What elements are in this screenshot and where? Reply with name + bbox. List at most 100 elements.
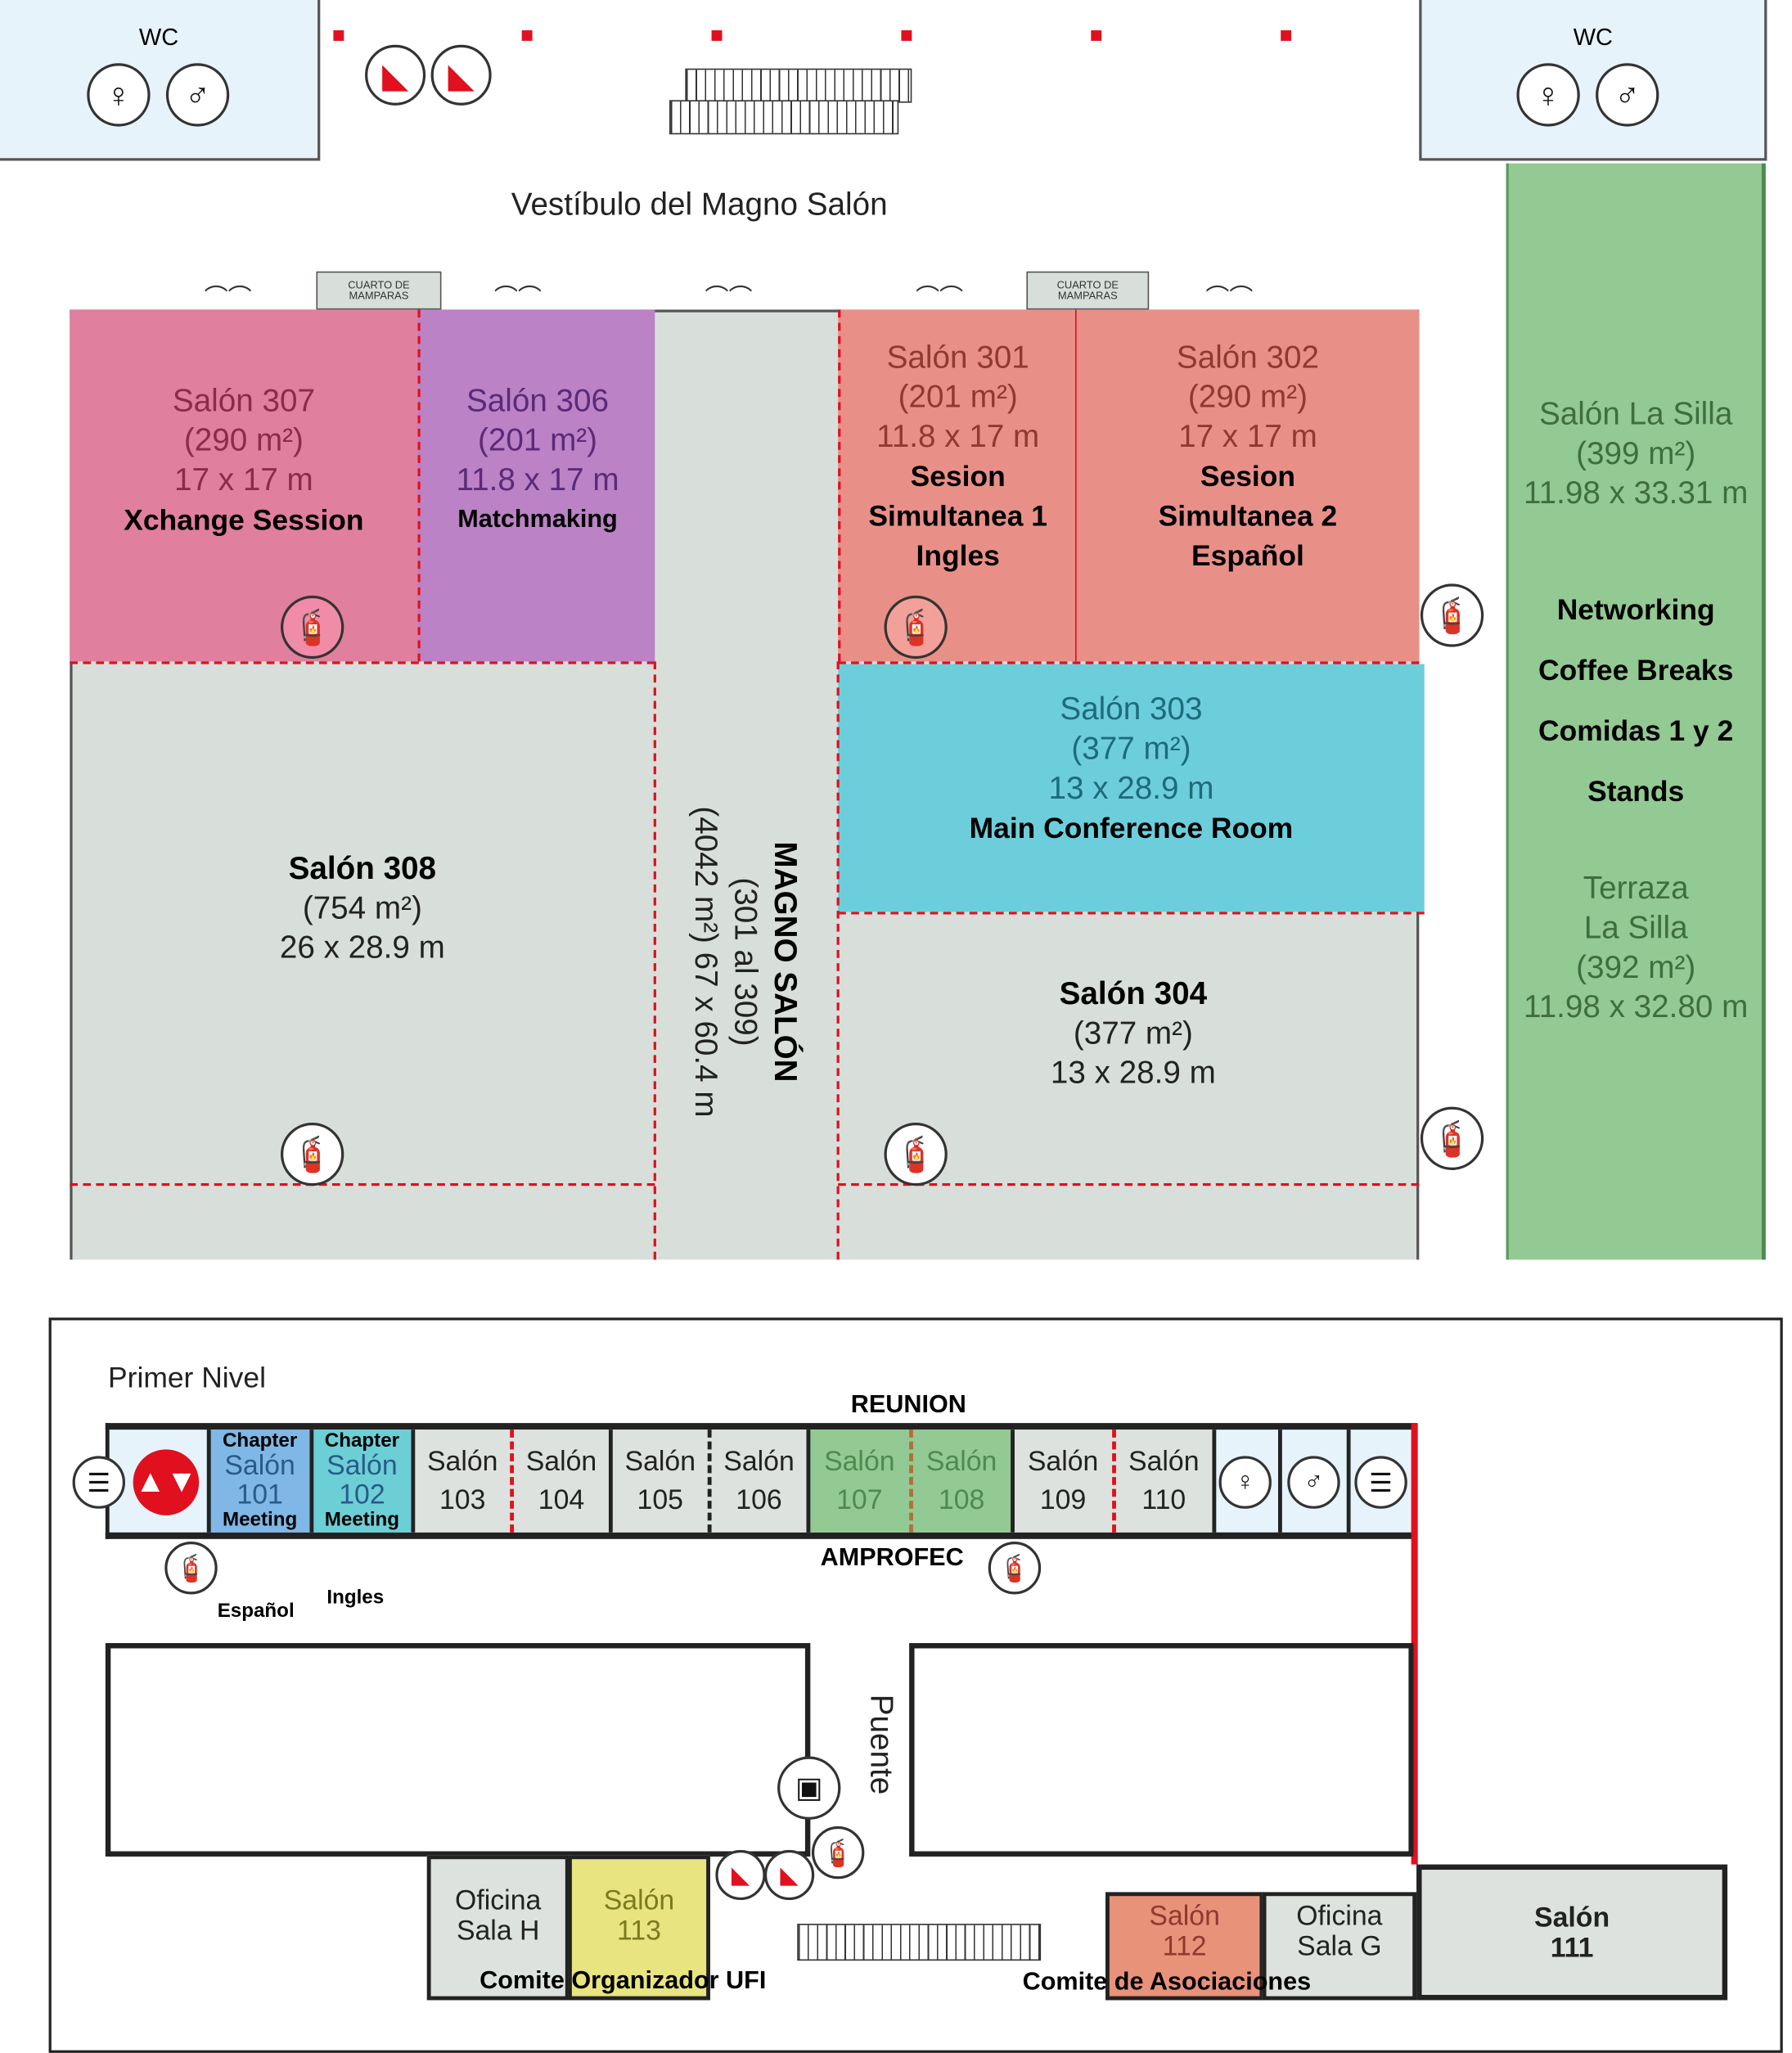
room-num: 111 [1550, 1932, 1594, 1963]
door-icon: ⌒⌒ [916, 284, 964, 312]
room-event: Main Conference Room [969, 811, 1294, 845]
room-dims: 17 x 17 m [1178, 419, 1317, 455]
room-name: Salón [1149, 1901, 1220, 1932]
room-name: Salón [1534, 1902, 1610, 1933]
room-name: Salón 307 [172, 383, 315, 420]
fire-extinguisher-icon: 🧯 [988, 1542, 1042, 1595]
fire-extinguisher-icon: 🧯 [1420, 1106, 1484, 1170]
room-name: Salón 308 [288, 851, 437, 887]
language-label: Español [217, 1599, 295, 1623]
room-num: 103 [439, 1484, 486, 1515]
room-event: Sesion [910, 459, 1006, 493]
room-name: Salón 302 [1176, 340, 1319, 376]
room-name: Salón 306 [466, 383, 610, 420]
room-event: Español [1191, 538, 1304, 572]
room-dims: 26 x 28.9 m [279, 930, 445, 966]
event-label: Comidas 1 y 2 [1538, 714, 1734, 748]
room-306[interactable]: Salón 306 (201 m²) 11.8 x 17 m Matchmaki… [417, 309, 655, 662]
room-302[interactable]: Salón 302 (290 m²) 17 x 17 m Sesion Simu… [1075, 309, 1420, 662]
exit-icon: ◣ [430, 44, 492, 106]
room-area: (290 m²) [183, 422, 304, 459]
marker-icon [1091, 30, 1102, 41]
storage-label: CUARTO DE [1056, 278, 1119, 291]
room-num: 112 [1162, 1931, 1207, 1962]
room-name: Oficina [455, 1885, 542, 1916]
room-num: 105 [637, 1484, 683, 1515]
room-dims: 11.98 x 32.80 m [1524, 989, 1749, 1025]
room-308[interactable]: Salón 308 (754 m²) 26 x 28.9 m [158, 850, 566, 969]
storage-label: MAMPARAS [349, 289, 409, 301]
room-event: Simultanea 2 [1158, 499, 1338, 533]
room-area: (377 m²) [1071, 731, 1191, 768]
salon-la-silla[interactable] [1506, 163, 1766, 1260]
room-303[interactable]: Salón 303 (377 m²) 13 x 28.9 m Main Conf… [838, 664, 1425, 912]
building-block [105, 1643, 811, 1857]
storage-label: MAMPARAS [1057, 289, 1118, 301]
room-name: MAGNO SALÓN [767, 841, 803, 1083]
room-307[interactable]: Salón 307 (290 m²) 17 x 17 m Xchange Ses… [70, 309, 418, 662]
room-area: (4042 m²) 67 x 60.4 m [687, 806, 724, 1118]
event-label: Comite Organizador UFI [480, 1967, 767, 1995]
room-110[interactable]: Salón 110 [1111, 1429, 1213, 1533]
room-area: (290 m²) [1187, 379, 1308, 416]
room-event: Ingles [916, 538, 1000, 572]
room-event: Sesion [1200, 459, 1296, 493]
partition [838, 1183, 1420, 1186]
event-label: Chapter [222, 1429, 298, 1452]
door-icon: ⌒⌒ [1205, 284, 1254, 312]
room-event: Xchange Session [124, 503, 364, 537]
event-label: Stands [1587, 774, 1685, 808]
room-name: Terraza [1583, 871, 1689, 907]
event-label: Meeting [324, 1508, 400, 1532]
exit-icon: ◣ [715, 1849, 766, 1901]
exit-icon: ◣ [365, 44, 426, 106]
room-name: Salón [1027, 1447, 1099, 1478]
bridge-label: Puente [862, 1694, 899, 1795]
la-silla-label: Salón La Silla (399 m²) 11.98 x 33.31 m [1506, 395, 1766, 514]
partition [836, 661, 840, 1260]
fire-extinguisher-icon: 🧯 [280, 1122, 344, 1186]
elevator-icon: ☰ [72, 1456, 125, 1509]
women-restroom-icon: ♀ [1218, 1456, 1272, 1509]
room-area: (201 m²) [898, 379, 1018, 416]
event-label: Networking [1556, 592, 1715, 626]
room-dims: 11.98 x 33.31 m [1524, 475, 1749, 511]
room-num: 101 [236, 1479, 283, 1510]
room-name: Salón 304 [1059, 976, 1208, 1012]
event-label: REUNION [850, 1391, 966, 1420]
partition [838, 661, 1420, 664]
room-name: Salón [326, 1450, 398, 1481]
vestibule-label: Vestíbulo del Magno Salón [511, 187, 888, 223]
room-name: Salón [925, 1447, 997, 1478]
magno-salon-label: MAGNO SALÓN (301 al 309) (4042 m²) 67 x … [678, 698, 810, 1225]
room-name: Salón [1128, 1447, 1200, 1478]
stair-room [1346, 1429, 1416, 1533]
room-304[interactable]: Salón 304 (377 m²) 13 x 28.9 m [929, 975, 1337, 1094]
green-events: Networking Coffee Breaks Comidas 1 y 2 S… [1506, 580, 1766, 822]
room-301[interactable]: Salón 301 (201 m²) 11.8 x 17 m Sesion Si… [838, 309, 1076, 662]
fire-extinguisher-icon: 🧯 [884, 1122, 948, 1186]
room-range: (301 al 309) [727, 877, 763, 1047]
room-num: 110 [1141, 1484, 1186, 1515]
room-name: Sala H [456, 1916, 540, 1947]
room-name: Salón 301 [886, 340, 1029, 376]
men-restroom-icon: ♂ [1596, 63, 1659, 127]
room-num: 107 [836, 1484, 883, 1515]
exit-icon: ◣ [763, 1849, 815, 1901]
